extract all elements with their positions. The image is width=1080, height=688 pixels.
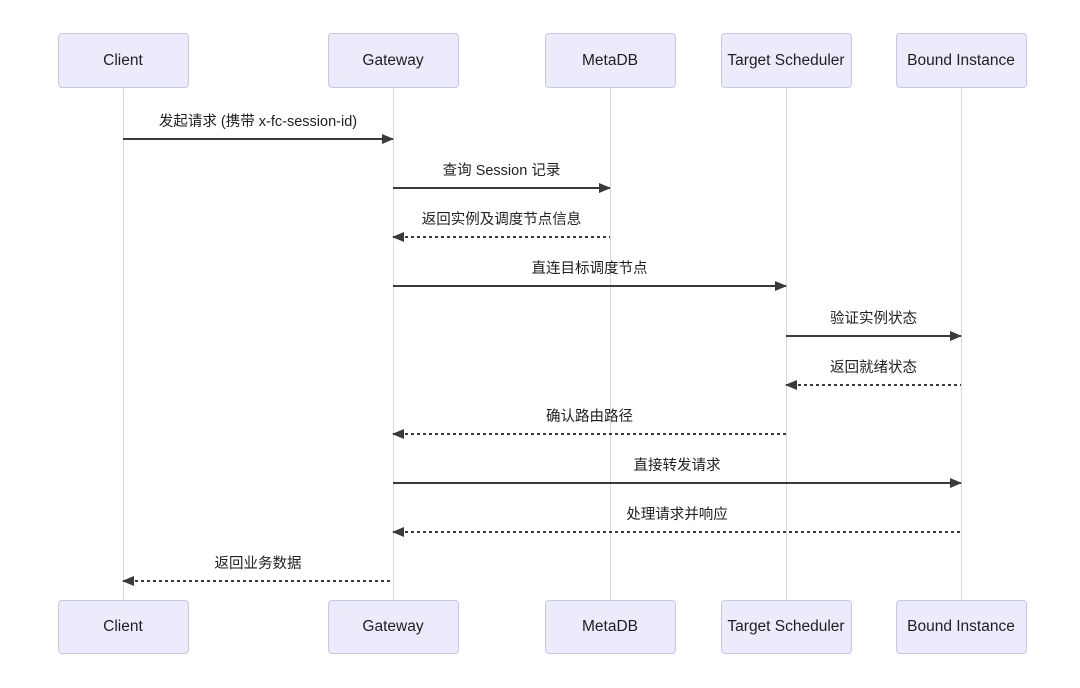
message-9: 处理请求并响应 [392, 503, 961, 537]
lifeline-gateway [392, 88, 394, 600]
lifeline-metadb [609, 88, 611, 600]
message-6: 返回就绪状态 [785, 356, 961, 390]
message-line [393, 236, 610, 238]
actor-client-top: Client [57, 33, 189, 88]
arrowhead-icon [950, 331, 962, 341]
actor-label: Bound Instance [907, 51, 1015, 69]
message-4: 直连目标调度节点 [393, 257, 787, 291]
message-5: 验证实例状态 [786, 307, 962, 341]
actor-metadb-top: MetaDB [544, 33, 676, 88]
message-label: 返回实例及调度节点信息 [421, 212, 582, 228]
actor-label: MetaDB [582, 51, 638, 69]
message-line [393, 531, 961, 533]
actor-target-scheduler-bottom: Target Scheduler [720, 600, 852, 654]
actor-target-scheduler-top: Target Scheduler [720, 33, 852, 88]
actor-bound-instance-bottom: Bound Instance [895, 600, 1027, 654]
actor-label: Gateway [362, 51, 424, 69]
actor-label: Client [103, 618, 143, 635]
arrowhead-icon [785, 380, 797, 390]
actor-label: Client [103, 51, 143, 69]
message-label: 查询 Session 记录 [442, 163, 561, 179]
arrowhead-icon [392, 429, 404, 439]
actor-metadb-bottom: MetaDB [544, 600, 676, 654]
message-line [393, 433, 786, 435]
actor-label: Gateway [362, 618, 424, 635]
arrowhead-icon [775, 281, 787, 291]
actor-gateway-bottom: Gateway [327, 600, 459, 654]
arrowhead-icon [599, 183, 611, 193]
arrowhead-icon [392, 527, 404, 537]
actor-client-bottom: Client [57, 600, 189, 654]
lifeline-target-scheduler [785, 88, 787, 600]
arrowhead-icon [950, 478, 962, 488]
actor-label: Bound Instance [907, 618, 1015, 635]
message-8: 直接转发请求 [393, 454, 962, 488]
message-label: 发起请求 (携带 x-fc-session-id) [158, 114, 358, 130]
message-label: 直接转发请求 [633, 458, 721, 474]
message-2: 查询 Session 记录 [393, 159, 611, 193]
message-line [393, 482, 961, 484]
actor-bound-instance-top: Bound Instance [895, 33, 1027, 88]
message-3: 返回实例及调度节点信息 [392, 208, 610, 242]
message-line [786, 384, 961, 386]
message-label: 确认路由路径 [546, 409, 633, 425]
message-label: 处理请求并响应 [626, 507, 728, 523]
message-line [786, 335, 961, 337]
message-label: 返回就绪状态 [830, 360, 917, 376]
message-1: 发起请求 (携带 x-fc-session-id) [123, 110, 394, 144]
arrowhead-icon [122, 576, 134, 586]
lifeline-client [122, 88, 124, 600]
actor-gateway-top: Gateway [327, 33, 459, 88]
message-line [123, 580, 393, 582]
actor-label: Target Scheduler [727, 51, 845, 69]
actor-label: Target Scheduler [727, 618, 845, 635]
message-label: 直连目标调度节点 [531, 261, 648, 277]
message-label: 验证实例状态 [830, 311, 917, 327]
message-10: 返回业务数据 [122, 552, 393, 586]
actor-label: MetaDB [582, 618, 638, 635]
message-label: 返回业务数据 [214, 556, 302, 572]
message-7: 确认路由路径 [392, 405, 786, 439]
message-line [123, 138, 393, 140]
arrowhead-icon [382, 134, 394, 144]
message-line [393, 285, 786, 287]
message-line [393, 187, 610, 189]
arrowhead-icon [392, 232, 404, 242]
lifeline-bound-instance [960, 88, 962, 600]
